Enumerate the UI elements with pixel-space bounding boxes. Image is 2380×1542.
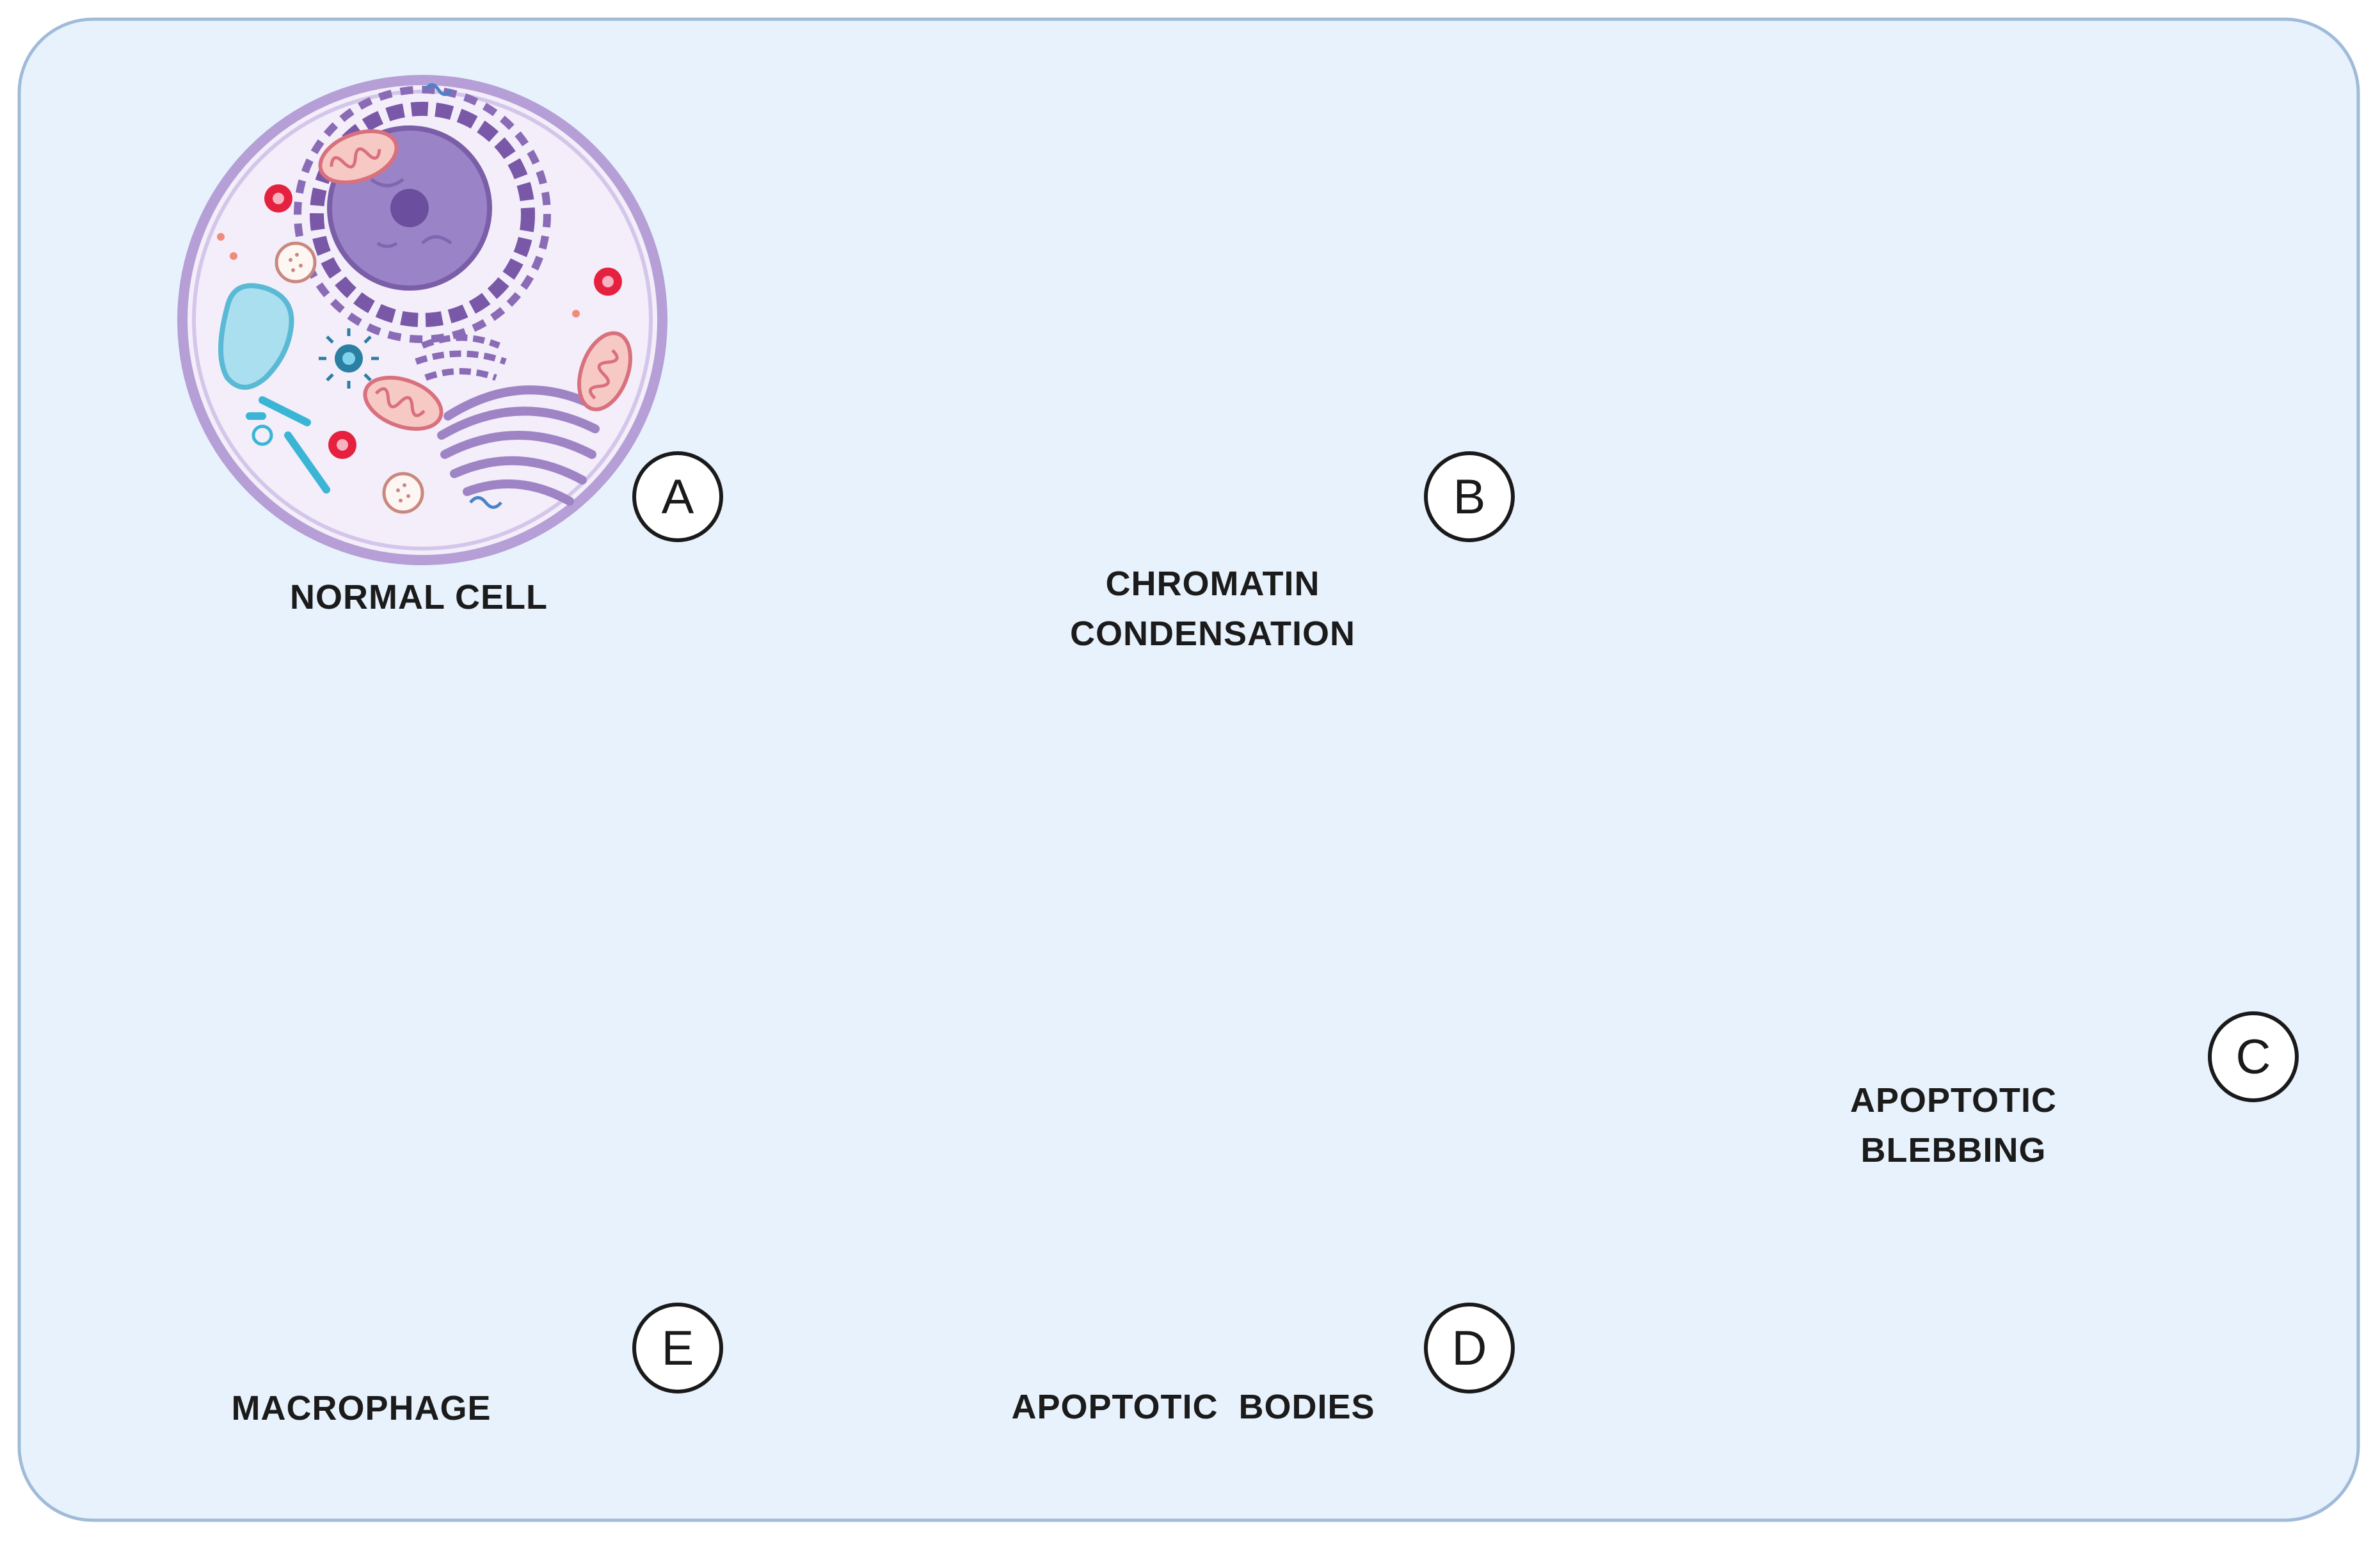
badge-letter: C bbox=[2235, 1029, 2271, 1084]
badge-letter: D bbox=[1451, 1321, 1487, 1376]
label-normal-cell: NORMAL CELL bbox=[200, 554, 638, 640]
label-apoptotic-bodies: APOPTOTIC BODIES bbox=[974, 1362, 1412, 1452]
badge-b: B bbox=[1424, 451, 1515, 542]
badge-e: E bbox=[632, 1303, 723, 1393]
badge-letter: B bbox=[1453, 469, 1486, 524]
label-text: NORMAL CELL bbox=[290, 577, 548, 616]
label-text: APOPTOTIC BLEBBING bbox=[1849, 1081, 2057, 1169]
badge-c: C bbox=[2208, 1011, 2299, 1102]
label-text: MACROPHAGE bbox=[231, 1389, 491, 1427]
label-text: APOPTOTIC BODIES bbox=[1011, 1388, 1375, 1426]
label-text: CHROMATIN CONDENSATION bbox=[1069, 564, 1355, 653]
badge-a: A bbox=[632, 451, 723, 542]
badge-letter: A bbox=[661, 469, 694, 524]
label-chromatin-condensation: CHROMATIN CONDENSATION bbox=[995, 556, 1430, 661]
normal-cell bbox=[177, 75, 667, 565]
badge-letter: E bbox=[661, 1321, 694, 1376]
badge-d: D bbox=[1424, 1303, 1515, 1393]
label-macrophage: MACROPHAGE bbox=[142, 1363, 580, 1453]
label-apoptotic-blebbing: APOPTOTIC BLEBBING bbox=[1734, 1080, 2173, 1170]
